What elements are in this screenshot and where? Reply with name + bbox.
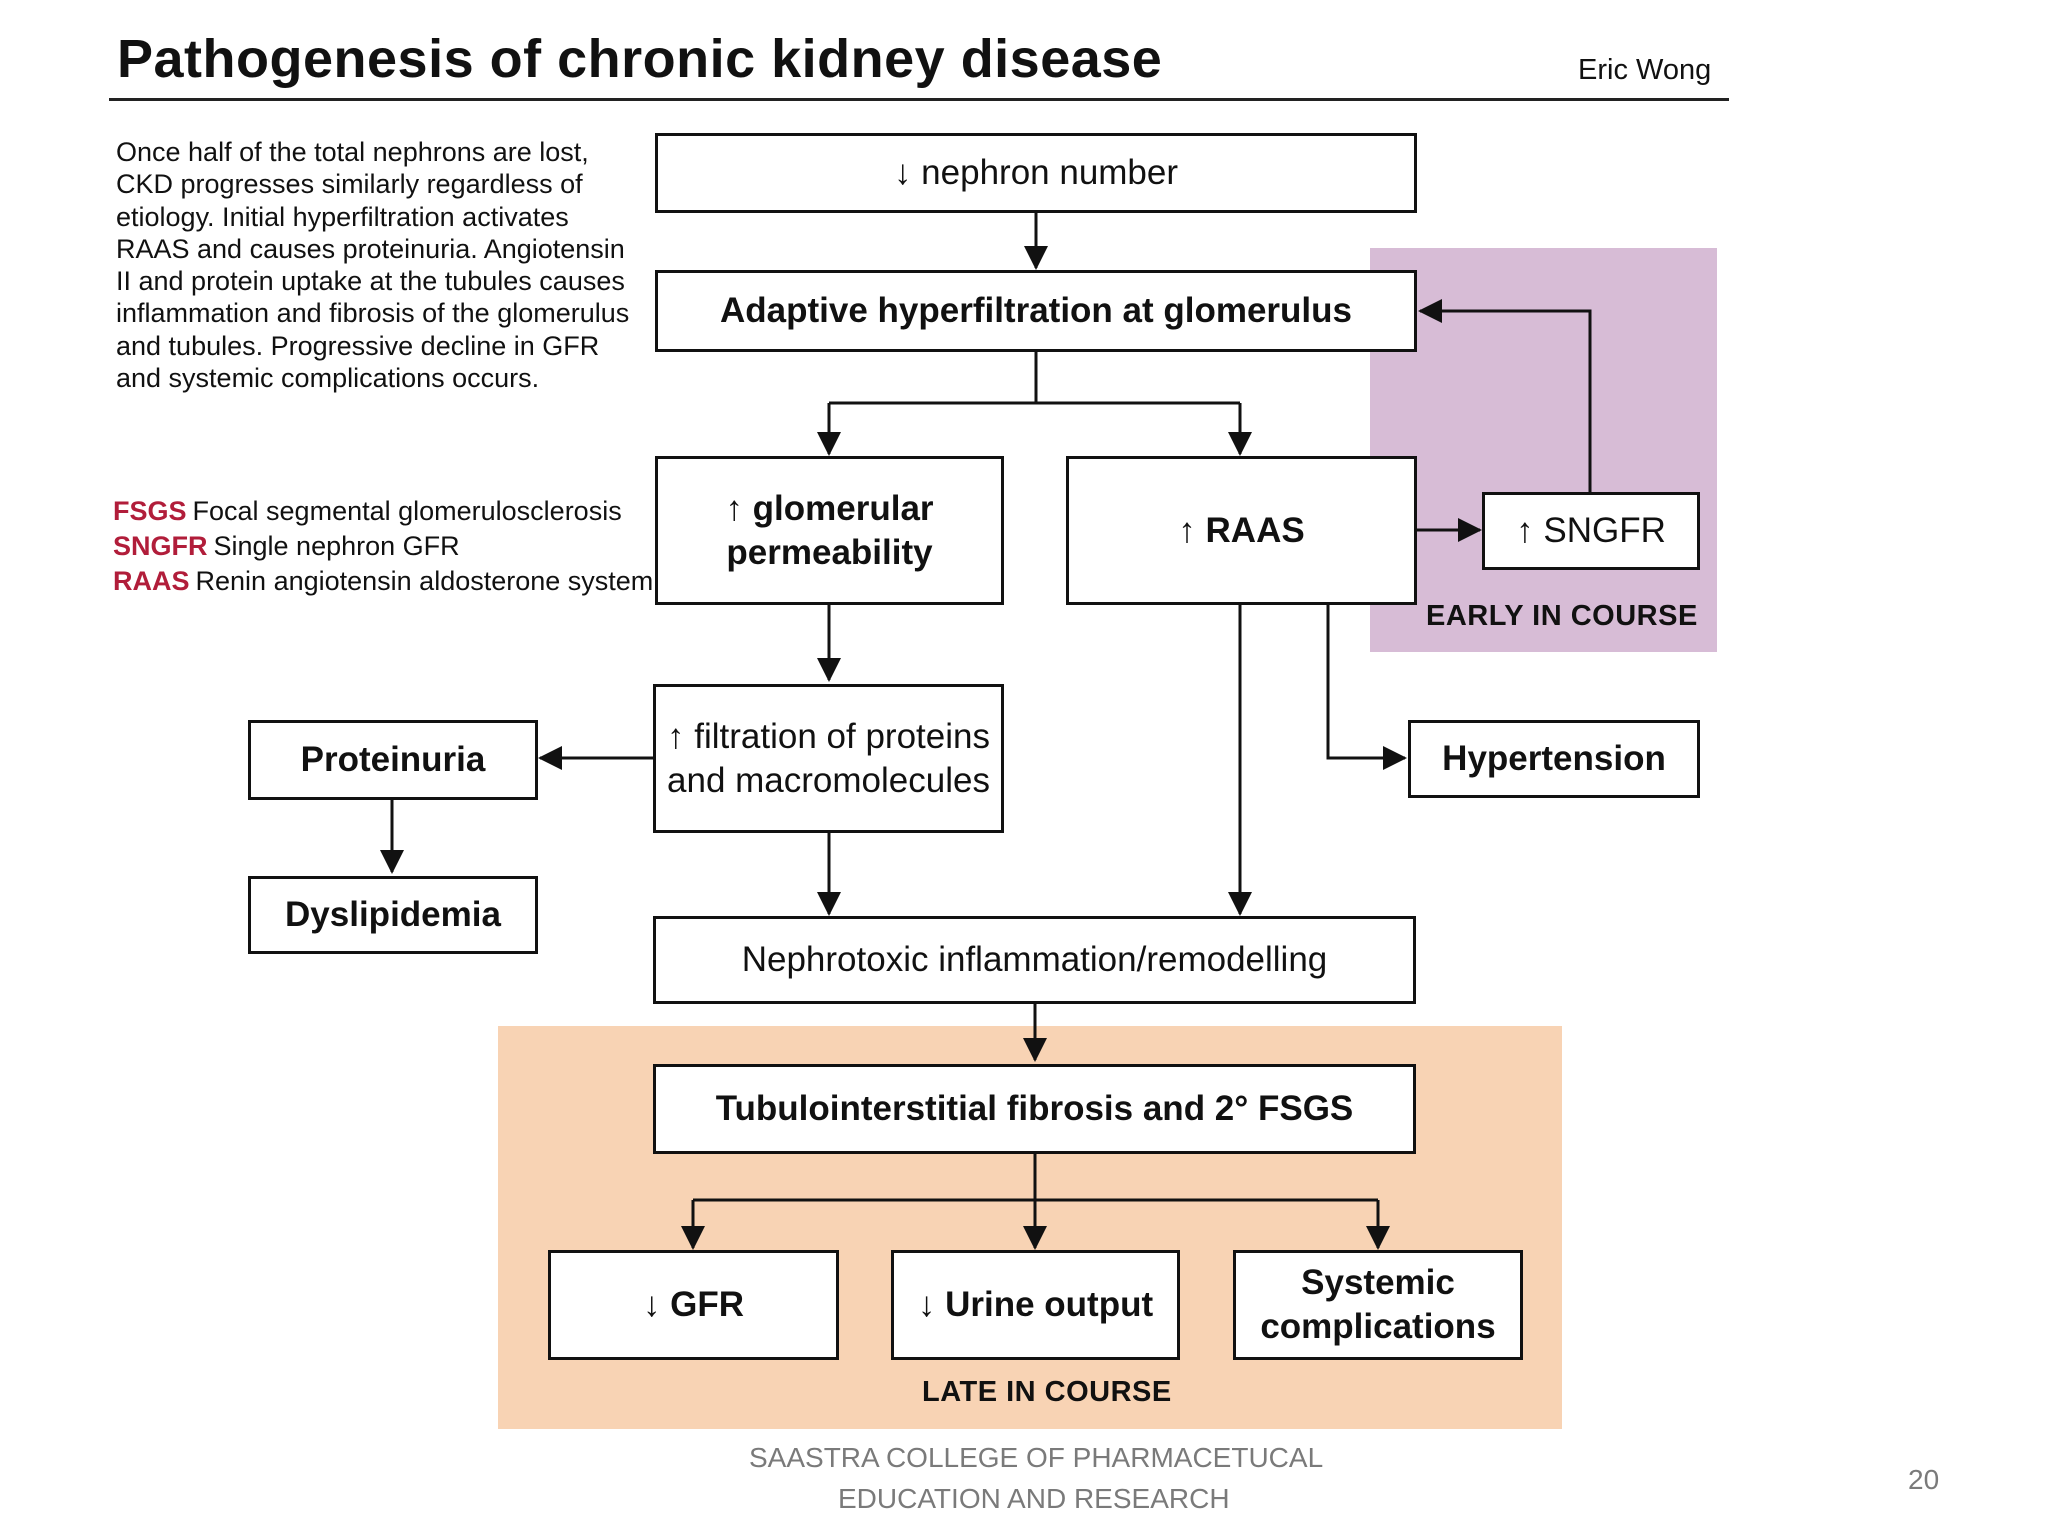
slide-page-number: 20 [1908, 1464, 1940, 1495]
title-divider [109, 98, 1729, 101]
arrow-sngfr-to-hyperfiltration [1418, 299, 1592, 492]
node-filtration-proteins: ↑ filtration of proteins and macromolecu… [653, 684, 1004, 833]
abbreviation-text: Renin angiotensin aldosterone system [195, 566, 654, 596]
node-nephron-number: ↓ nephron number [655, 133, 1417, 213]
footer-institution-line2: EDUCATION AND RESEARCH [838, 1483, 1230, 1514]
abbreviation-text: Focal segmental glomerulosclerosis [192, 496, 622, 526]
late-course-label: LATE IN COURSE [922, 1376, 1172, 1408]
intro-paragraph: Once half of the total nephrons are lost… [116, 137, 630, 394]
node-dyslipidemia: Dyslipidemia [248, 876, 538, 954]
abbreviation-key: SNGFR [113, 531, 208, 561]
node-hyperfiltration: Adaptive hyperfiltration at glomerulus [655, 270, 1417, 352]
abbreviation-text: Single nephron GFR [213, 531, 460, 561]
node-proteinuria: Proteinuria [248, 720, 538, 800]
abbreviation-key: FSGS [113, 496, 187, 526]
node-hypertension: Hypertension [1408, 720, 1700, 798]
footer-institution-line1: SAASTRA COLLEGE OF PHARMACETUCAL [749, 1442, 1324, 1473]
abbreviation-key: RAAS [113, 566, 190, 596]
node-urine-output: ↓ Urine output [891, 1250, 1180, 1360]
node-gfr: ↓ GFR [548, 1250, 839, 1360]
node-raas: ↑ RAAS [1066, 456, 1417, 605]
node-systemic-complications: Systemic complications [1233, 1250, 1523, 1360]
node-glomerular-permeability: ↑ glomerular permeability [655, 456, 1004, 605]
arrow-raas-to-hypertension [1326, 605, 1407, 770]
node-tubulointerstitial-fibrosis: Tubulointerstitial fibrosis and 2° FSGS [653, 1064, 1416, 1154]
slide-title: Pathogenesis of chronic kidney disease [117, 29, 1163, 89]
node-sngfr: ↑ SNGFR [1482, 492, 1700, 570]
node-nephrotoxic-inflammation: Nephrotoxic inflammation/remodelling [653, 916, 1416, 1004]
author-name: Eric Wong [1578, 54, 1712, 86]
early-course-label: EARLY IN COURSE [1426, 600, 1698, 632]
